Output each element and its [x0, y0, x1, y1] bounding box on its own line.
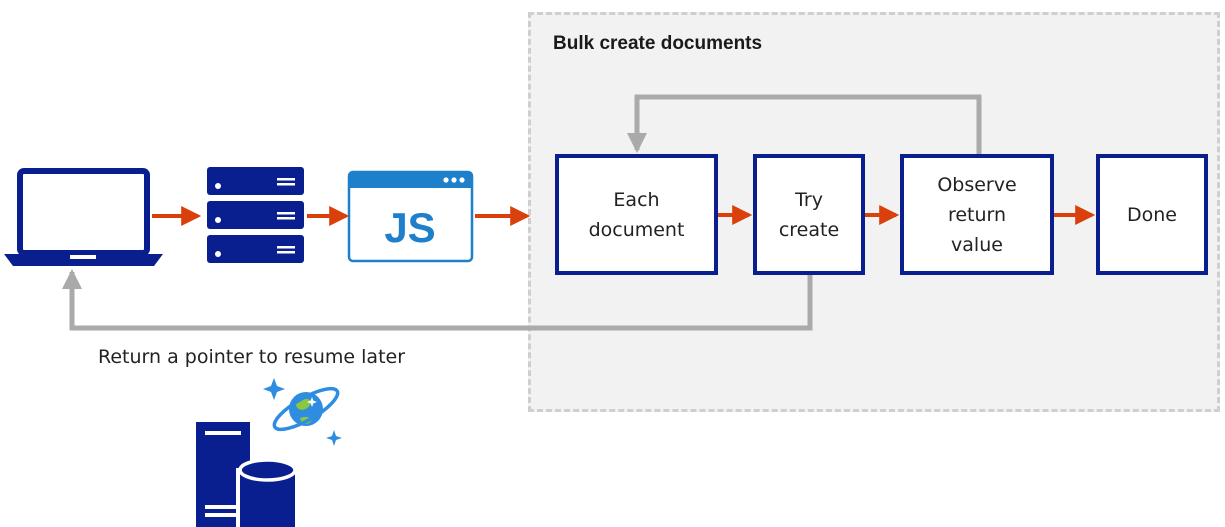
step-try-create: Try create: [753, 154, 865, 275]
return-caption: Return a pointer to resume later: [98, 346, 406, 368]
loop-back-arrow: [627, 94, 982, 154]
javascript-icon: JS: [347, 170, 474, 263]
region-title: Bulk create documents: [553, 33, 763, 54]
laptop-icon: [4, 168, 163, 266]
return-pointer-arrow: [62, 269, 813, 331]
step-observe-return-value: Observe return value: [900, 154, 1054, 275]
js-badge-text: JS: [384, 204, 435, 251]
step-done: Done: [1096, 154, 1208, 275]
step-each-document: Each document: [555, 154, 718, 275]
cosmos-db-icon: [196, 378, 342, 527]
server-icon: [207, 167, 304, 263]
orange-flow-arrows: [152, 205, 1096, 226]
